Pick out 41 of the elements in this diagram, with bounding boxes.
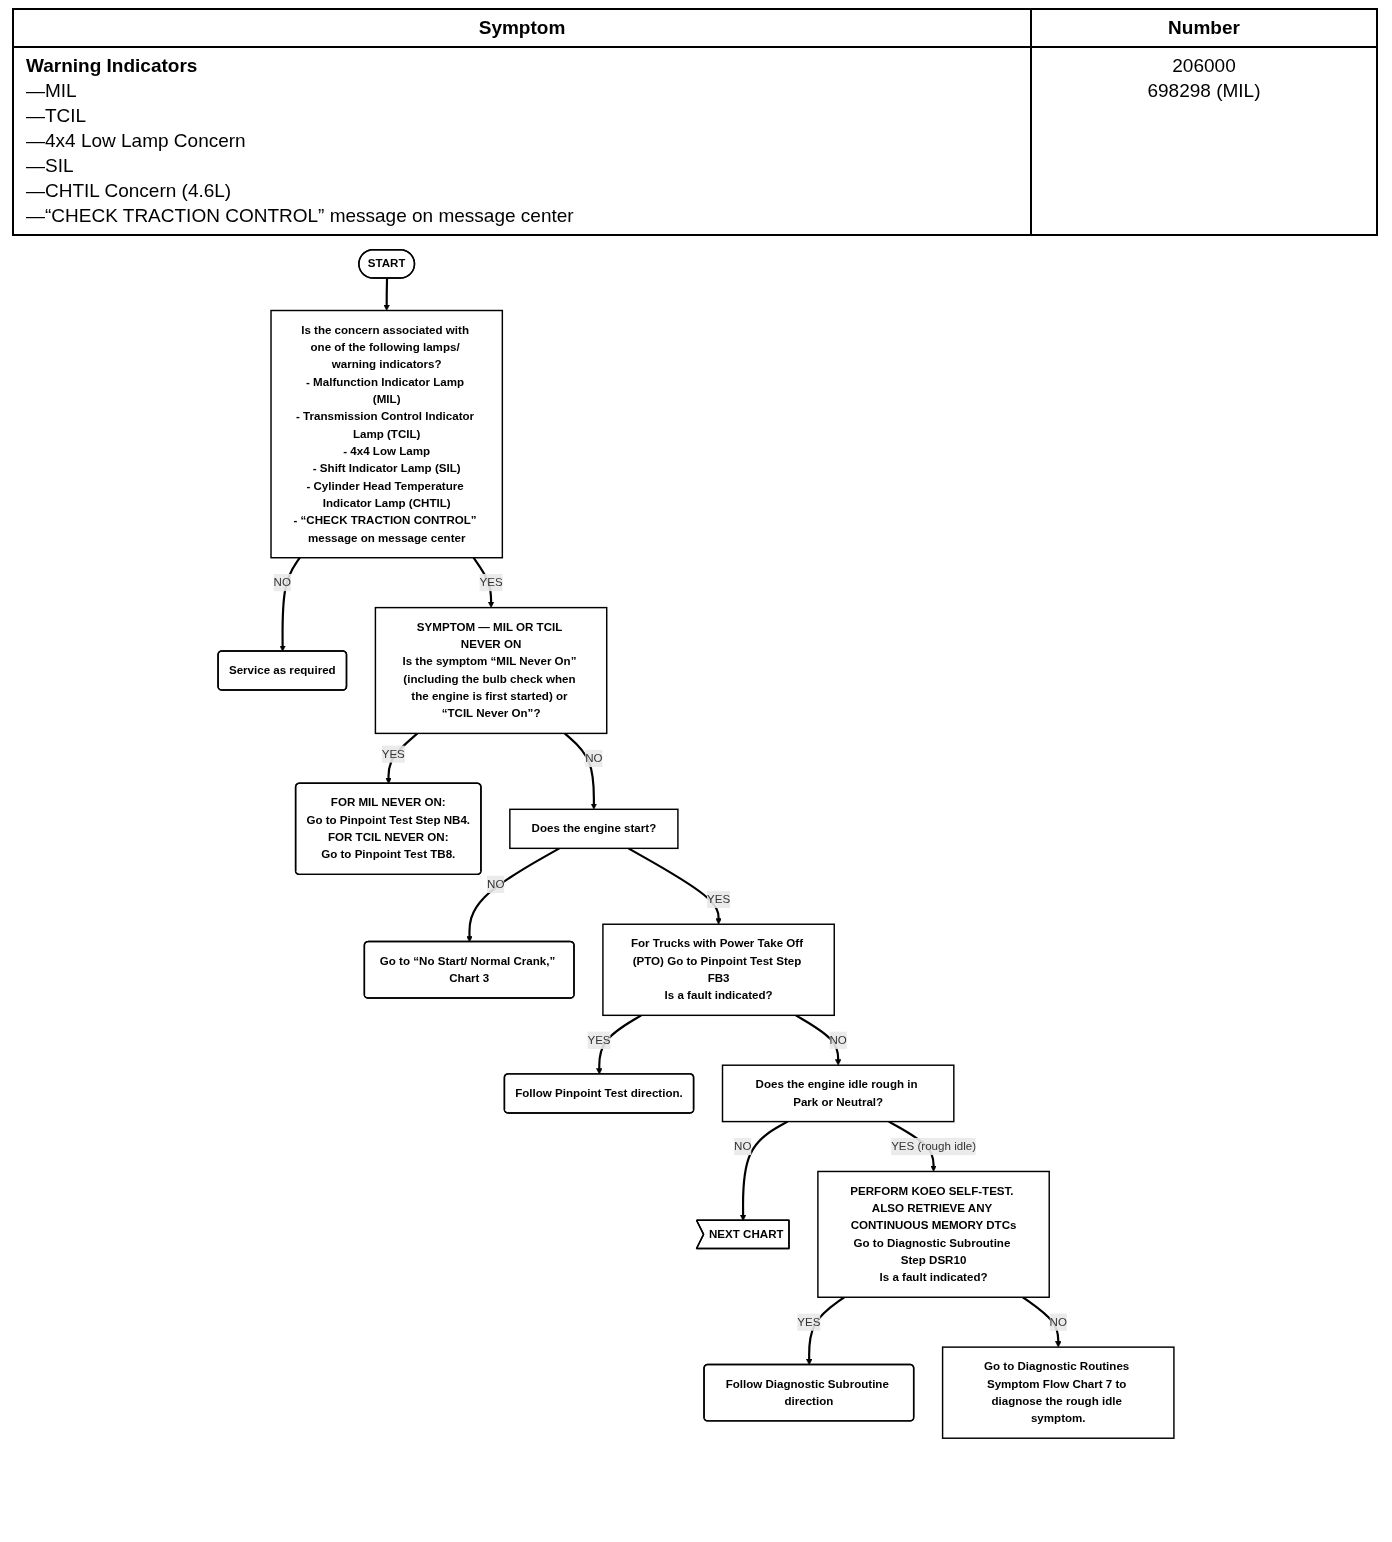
edge-label: NO [585,751,603,765]
edge-label: NO [1049,1315,1067,1328]
arrow [806,1296,845,1366]
arrow [564,732,598,810]
column-header: Number [1167,17,1241,39]
table-cell-text: 698298 (MIL) [1146,80,1262,102]
arrow [596,1014,642,1075]
column-header: Symptom [477,17,567,39]
arrow [627,847,722,925]
arrow [383,278,390,311]
arrow [795,1014,842,1066]
edge-label: YES [381,747,405,760]
table-cell-text: —TCIL [26,105,88,127]
table-cell-text: —“CHECK TRACTION CONTROL” message on message center [26,205,575,227]
edge-label: YES [587,1033,611,1047]
arrow [279,557,301,652]
node-box: Does the engine start? [509,808,679,850]
table-cell-text: —MIL [26,80,78,102]
node-box: PERFORM KOEO SELF-TEST. ALSO RETRIEVE ANY CONTINUOUS MEMORY DTCs Go to Diagnostic Subroutine Step DSR10 Is a fault indicated? [817,1170,1050,1298]
arrow [385,732,419,784]
edge-label: NO [734,1140,752,1153]
edge-label: NO [487,877,505,891]
arrow [1022,1296,1062,1348]
node-box: For Trucks with Power Take Off (PTO) Go to Pinpoint Test Step FB3 Is a fault indicated? [602,923,835,1017]
table-cell-text: —SIL [26,155,75,177]
edge-label: NO [829,1033,847,1047]
node-box: Go to Diagnostic Routines Symptom Flow Chart 7 to diagnose the rough idle symptom. [941,1346,1175,1439]
arrow [466,847,560,943]
table-cell-text: —4x4 Low Lamp Concern [26,130,247,152]
table-cell-text: —CHTIL Concern (4.6L) [26,180,233,202]
table-cell-heading: Warning Indicators [26,55,199,77]
edge-label: YES [479,576,503,589]
table-cell-text: 206000 [1171,55,1237,77]
node-box: SYMPTOM — MIL OR TCIL NEVER ON Is the symptom “MIL Never On” (including the bulb check when the engine is first started) or “TCIL Never On”? [374,606,608,735]
arrow [739,1120,789,1221]
edge-label: YES (rough idle) [891,1140,976,1153]
node-box: Is the concern associated with one of the following lamps/ warning indicators? - Malfunction Indicator Lamp (MIL) - Transmission Control Indicator Lamp (TCIL) - 4x4 Low Lamp - Shift Indicator Lamp (SIL) - Cylinder Head Temperature Indicator Lamp (CHTIL) - “CHECK TRACTION CONTROL” message on message center [270,309,504,559]
edge-label: YES [707,892,731,906]
node-box: Does the engine idle rough in Park or Neutral? [721,1064,955,1123]
edge-label: YES [797,1315,821,1328]
edge-label: NO [273,576,291,589]
